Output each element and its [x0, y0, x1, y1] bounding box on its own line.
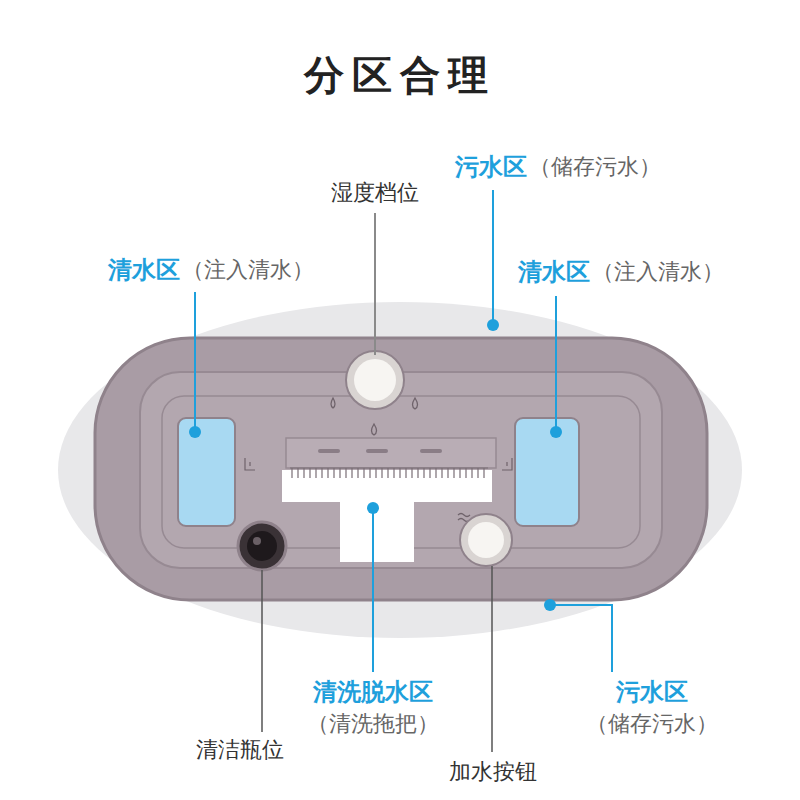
zone-label: 清洗脱水区 [313, 678, 433, 707]
zone-label: 污水区 [455, 153, 527, 182]
title: 分区合理 [304, 51, 496, 99]
zone-label: 清水区 [108, 256, 180, 285]
bottle-slot [238, 522, 286, 570]
part-label: 加水按钮 [449, 759, 537, 785]
zone-note: （清洗拖把） [307, 711, 439, 737]
water-button [460, 514, 512, 566]
zone-note: （注入清水） [182, 257, 314, 283]
clean-water-window [515, 418, 579, 526]
zone-note: （注入清水） [592, 259, 724, 285]
zone-label: 污水区 [616, 678, 688, 707]
lid-inner-panel [140, 372, 662, 568]
bucket-lid [95, 338, 707, 600]
zone-note: （储存污水） [586, 711, 718, 737]
zone-label: 清水区 [518, 258, 590, 287]
comb-grille [290, 468, 488, 478]
part-label: 清洁瓶位 [196, 737, 284, 763]
bucket-body [58, 302, 742, 638]
wash-cover [286, 438, 496, 468]
humidity-knob [346, 351, 404, 409]
part-label: 湿度档位 [331, 180, 419, 206]
zone-note: （储存污水） [529, 154, 661, 180]
clean-water-window [178, 418, 235, 526]
